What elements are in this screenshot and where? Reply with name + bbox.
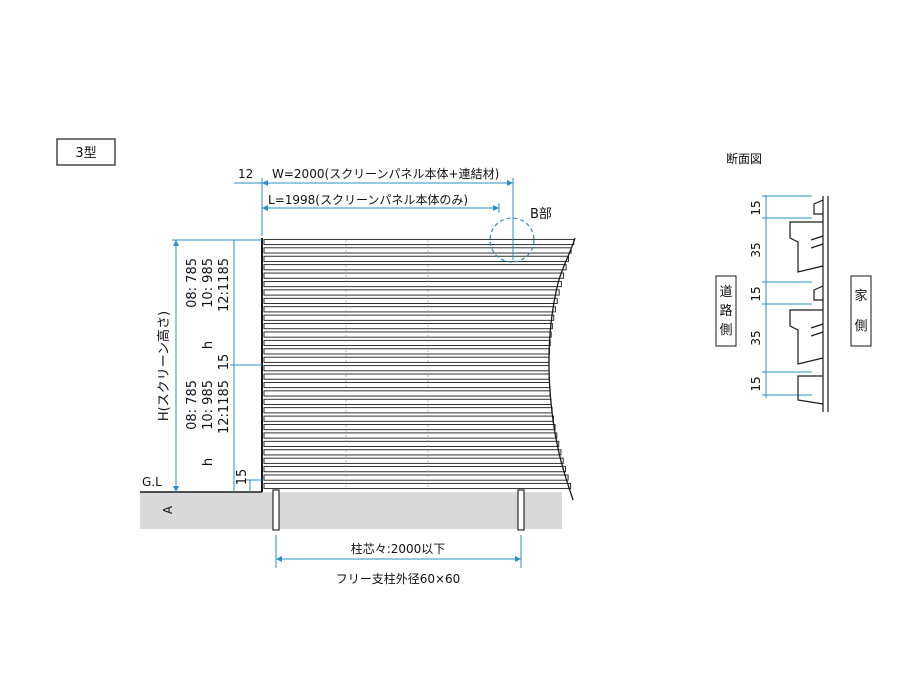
panel-slat [263, 482, 572, 490]
ground-line-label: G.L [142, 475, 162, 489]
profile-slat-2-rib [810, 323, 824, 337]
panel-slats [263, 238, 575, 490]
road-side-char-3: 側 [719, 323, 732, 338]
h-label-upper: h [201, 341, 216, 349]
section-dim-1: 15 [749, 200, 763, 215]
post-spacing-arrow-left [276, 556, 282, 562]
post-size-label: フリー支柱外径60×60 [336, 571, 461, 586]
model-label: 3型 [75, 146, 96, 161]
panel-break-line [548, 237, 576, 501]
width-label: W=2000(スクリーンパネル本体+連結材) [272, 167, 499, 181]
post-right [517, 489, 525, 531]
panel-slat [263, 255, 570, 262]
top-dimensions [234, 178, 514, 260]
panel-slat [263, 247, 572, 254]
section-title: 断面図 [726, 151, 762, 166]
section-dim-4: 35 [749, 330, 763, 345]
height-arrow-top [173, 240, 179, 246]
section-view: 断面図 道 路 側 家 側 15 35 15 35 15 [715, 151, 872, 412]
panel-slat [263, 457, 564, 464]
height-option-2-12: 12:1185 [217, 380, 232, 434]
height-option-1-08: 08: 785 [185, 258, 200, 308]
left-dimensions [172, 239, 262, 492]
panel-slat [263, 238, 575, 246]
panel-slat [263, 356, 550, 363]
profile-slat-1 [789, 221, 824, 273]
section-dim-2: 35 [749, 242, 763, 257]
height-axis-label: H(スクリーン高さ) [156, 311, 172, 421]
mid-gap-label: 15 [217, 354, 232, 371]
house-side-char-1: 家 [854, 288, 867, 304]
height-option-1-12: 12:1185 [217, 258, 232, 312]
section-dimension-line [762, 195, 812, 398]
panel-slat [263, 466, 567, 473]
width-arrow-right [507, 180, 513, 186]
panel-slat [263, 289, 560, 296]
height-option-2-10: 10: 985 [201, 380, 216, 430]
ground-depth-label: A [161, 505, 175, 514]
detail-b-circle [489, 217, 535, 263]
panel-slat [263, 398, 552, 405]
panel-slat [263, 272, 565, 279]
h-label-lower: h [201, 458, 216, 466]
profile-bottom-cap [797, 375, 824, 405]
height-arrow-bottom [173, 486, 179, 492]
height-option-1-10: 10: 985 [201, 258, 216, 308]
panel-slat [263, 424, 556, 431]
length-label: L=1998(スクリーンパネル本体のみ) [268, 193, 468, 207]
panel-slat [263, 339, 551, 347]
panel-slat [263, 381, 550, 389]
house-side-box [850, 275, 872, 347]
panel-slat [263, 365, 550, 372]
length-arrow-right [493, 205, 499, 211]
profile-slat-1-rib [810, 235, 824, 249]
panel-slat [263, 323, 553, 330]
road-side-char-2: 路 [719, 303, 732, 319]
section-profile [789, 196, 829, 412]
panel-slat [263, 415, 554, 422]
panel-slat [263, 281, 562, 288]
section-dim-5: 15 [749, 376, 763, 391]
post-left [272, 489, 280, 531]
height-option-2-08: 08: 785 [185, 380, 200, 430]
panel-slat [263, 474, 569, 481]
model-label-frame [56, 138, 116, 166]
panel-slat [263, 264, 567, 271]
height-options-upper: 08: 785 10: 985 12:1185 h [185, 258, 232, 349]
panel-slat [263, 314, 555, 321]
width-arrow-left [262, 180, 268, 186]
panel-slat [263, 348, 551, 355]
panel-slat [263, 373, 550, 380]
bottom-dimensions [275, 535, 522, 568]
panel-slat [263, 440, 560, 447]
profile-mid-cap [813, 285, 824, 301]
panel-slat [263, 449, 562, 456]
post-spacing-label: 柱芯々:2000以下 [351, 541, 446, 556]
panel-slat [263, 407, 553, 414]
height-options-lower: 08: 785 10: 985 12:1185 h [185, 380, 232, 466]
ground-slab [140, 492, 562, 529]
house-side-char-2: 側 [854, 319, 867, 334]
offset-label: 12 [238, 167, 253, 181]
panel-slat [263, 306, 556, 313]
panel-slat [263, 390, 551, 397]
posts [272, 489, 525, 531]
panel-slat [263, 297, 558, 304]
screen-panel [261, 237, 576, 501]
road-side-box [715, 275, 737, 347]
panel-slat [263, 432, 558, 439]
detail-b-label: B部 [530, 207, 552, 222]
road-side-char-1: 道 [719, 285, 732, 300]
section-dim-3: 15 [749, 286, 763, 301]
post-spacing-arrow-right [515, 556, 521, 562]
model-label-box: 3型 [56, 138, 116, 166]
bottom-gap-label: 15 [235, 469, 250, 486]
profile-slat-2 [789, 309, 824, 365]
profile-top-cap [813, 199, 824, 215]
length-arrow-left [262, 205, 268, 211]
panel-slat [263, 331, 552, 338]
